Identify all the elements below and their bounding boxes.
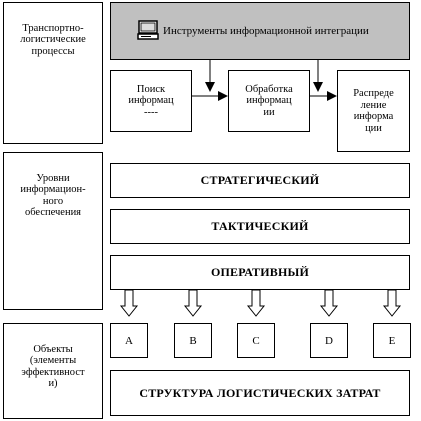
level-operational-label: ОПЕРАТИВНЫЙ bbox=[210, 265, 310, 279]
cost-structure-label: СТРУКТУРА ЛОГИСТИЧЕСКИХ ЗАТРАТ bbox=[139, 385, 381, 400]
hollow-arrow-e bbox=[382, 289, 402, 317]
process-distribution-label: Распреде ление информа ции bbox=[353, 88, 394, 134]
object-d-box: D bbox=[310, 323, 348, 358]
object-c-label: C bbox=[252, 334, 260, 347]
processes-label-box: Транспортно- логистические процессы bbox=[3, 2, 103, 144]
level-operational-box: ОПЕРАТИВНЫЙ bbox=[110, 255, 410, 290]
object-a-box: A bbox=[110, 323, 148, 358]
level-tactical-label: ТАКТИЧЕСКИЙ bbox=[211, 219, 309, 233]
arrow-head bbox=[218, 91, 228, 101]
object-c-box: C bbox=[237, 323, 275, 358]
hollow-arrow-c bbox=[246, 289, 266, 317]
hollow-arrow-b bbox=[183, 289, 203, 317]
processes-label: Транспортно- логистические процессы bbox=[20, 22, 86, 57]
integration-tools-label: Инструменты информационной интеграции bbox=[163, 25, 369, 37]
process-processing-label: Обработка информац ии bbox=[245, 83, 293, 118]
arrow-head bbox=[205, 82, 215, 92]
hollow-arrow-a bbox=[119, 289, 139, 317]
process-box-distribution: Распреде ление информа ции bbox=[337, 70, 410, 152]
objects-label-box: Объекты (элементы эффективност и) bbox=[3, 323, 103, 419]
process-box-processing: Обработка информац ии bbox=[228, 70, 310, 132]
computer-icon bbox=[137, 19, 159, 44]
integration-tools-box: Инструменты информационной интеграции bbox=[110, 2, 410, 60]
object-e-label: E bbox=[388, 334, 396, 347]
level-strategic-label: СТРАТЕГИЧЕСКИЙ bbox=[200, 173, 320, 187]
object-d-label: D bbox=[325, 334, 333, 347]
objects-label: Объекты (элементы эффективност и) bbox=[21, 343, 85, 390]
hollow-arrow-d bbox=[319, 289, 339, 317]
process-box-search: Поиск информац ---- bbox=[110, 70, 192, 132]
process-search-label: Поиск информац ---- bbox=[128, 83, 174, 118]
level-strategic-box: СТРАТЕГИЧЕСКИЙ bbox=[110, 163, 410, 198]
object-a-label: A bbox=[125, 334, 133, 347]
cost-structure-box: СТРУКТУРА ЛОГИСТИЧЕСКИХ ЗАТРАТ bbox=[110, 370, 410, 416]
level-tactical-box: ТАКТИЧЕСКИЙ bbox=[110, 209, 410, 244]
object-e-box: E bbox=[373, 323, 411, 358]
levels-label: Уровни информацион- ного обеспечения bbox=[20, 172, 86, 219]
object-b-box: B bbox=[174, 323, 212, 358]
arrow-head bbox=[313, 82, 323, 92]
levels-label-box: Уровни информацион- ного обеспечения bbox=[3, 152, 103, 310]
arrow-head bbox=[327, 91, 337, 101]
object-b-label: B bbox=[189, 334, 197, 347]
